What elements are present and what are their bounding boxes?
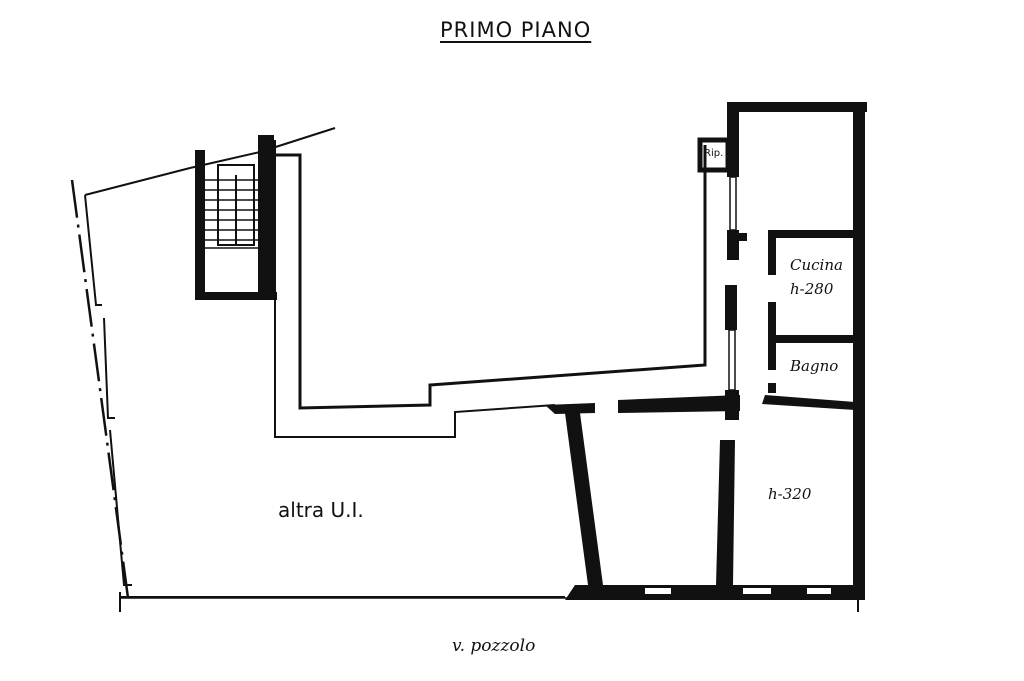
adjacent-unit-label: altra U.I.	[278, 498, 364, 522]
room-label-cucina: Cucina	[790, 256, 843, 274]
room-height-main: h-320	[768, 485, 812, 503]
street-label: v. pozzolo	[452, 636, 536, 656]
staircase	[189, 127, 336, 300]
other-unit-outline	[84, 167, 565, 612]
apartment-walls	[545, 102, 867, 600]
room-height-cucina: h-280	[790, 280, 834, 298]
room-label-rip: Rip.	[704, 148, 724, 159]
room-label-bagno: Bagno	[790, 357, 839, 375]
courtyard-outline	[272, 140, 707, 438]
drawing-title: PRIMO PIANO	[440, 18, 592, 42]
